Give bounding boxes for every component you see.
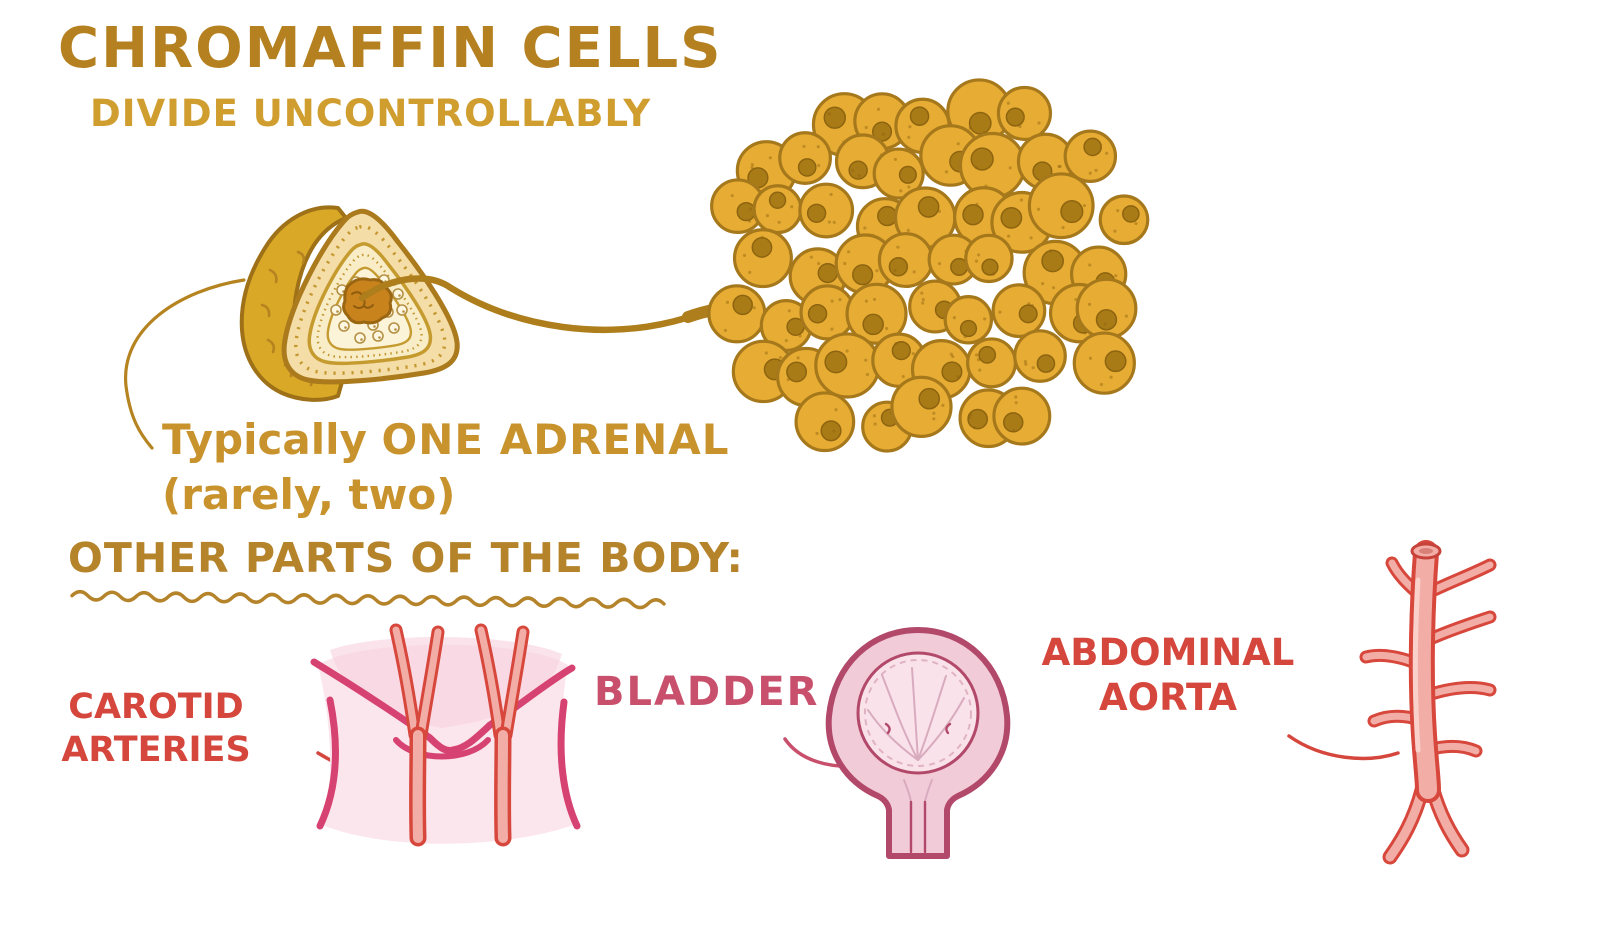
chromaffin-cell: [964, 233, 1014, 284]
right-carotid-artery: [474, 623, 530, 847]
chromaffin-cell: [798, 182, 855, 239]
chromaffin-cell: [752, 184, 803, 235]
chromaffin-cell: [1075, 277, 1138, 340]
chromaffin-cell: [872, 147, 925, 200]
aorta-label-line1: ABDOMINAL: [1041, 631, 1295, 674]
tumor-to-cells-connector: [358, 275, 740, 333]
chromaffin-cell: [707, 284, 767, 344]
note-pointer-arc: [124, 278, 246, 450]
aorta-pointer-line: [1287, 734, 1400, 761]
chromaffin-cell: [1063, 129, 1118, 183]
chromaffin-cell: [943, 295, 994, 345]
chromaffin-cell: [991, 283, 1047, 339]
adrenal-gland-illustration: [239, 205, 460, 402]
bladder-label: BLADDER: [594, 668, 819, 717]
carotid-label-line2: ARTERIES: [61, 729, 251, 770]
carotid-arteries-illustration: [310, 623, 581, 847]
chromaffin-cell: [799, 284, 856, 341]
chromaffin-cell: [877, 232, 934, 289]
chromaffin-cell: [890, 375, 953, 438]
abdominal-aorta-illustration: [1359, 540, 1497, 865]
bladder-illustration: [825, 627, 1011, 859]
section-heading: OTHER PARTS OF THE BODY:: [68, 534, 744, 582]
adrenal-note-emphasis: ONE ADRENAL: [381, 415, 730, 464]
carotid-label-line1: CAROTID: [68, 687, 244, 727]
left-carotid-artery: [389, 623, 445, 847]
abdominal-aorta-label: ABDOMINAL AORTA: [1038, 630, 1298, 720]
chromaffin-cell: [794, 391, 856, 453]
chromaffin-cell: [1027, 172, 1095, 240]
chromaffin-cell: [814, 332, 881, 399]
adrenal-note-line2: (rarely, two): [162, 470, 456, 520]
chromaffin-cell-cluster-illustration: [707, 78, 1150, 453]
chromaffin-cell: [732, 228, 793, 289]
chromaffin-cell: [996, 85, 1053, 142]
bladder-label-line1: BLADDER: [594, 669, 820, 715]
chromaffin-cell: [1098, 194, 1150, 246]
chromaffin-cell: [965, 337, 1018, 389]
wavy-underline: [70, 590, 666, 610]
aorta-label-line2: AORTA: [1099, 676, 1237, 720]
chromaffin-cell: [927, 233, 980, 286]
chromaffin-cell: [845, 282, 908, 345]
page-subtitle: DIVIDE UNCONTROLLABLY: [90, 92, 652, 135]
chromaffin-cell: [778, 131, 832, 185]
page-title: CHROMAFFIN CELLS: [58, 16, 723, 81]
adrenal-note-lead: Typically: [162, 415, 382, 464]
chromaffin-cell: [992, 386, 1052, 446]
chromaffin-cell: [1072, 331, 1136, 395]
chromaffin-cell: [1013, 329, 1067, 383]
adrenal-note: Typically ONE ADRENAL (rarely, two): [162, 412, 730, 523]
carotid-arteries-label: CAROTID ARTERIES: [46, 686, 266, 771]
